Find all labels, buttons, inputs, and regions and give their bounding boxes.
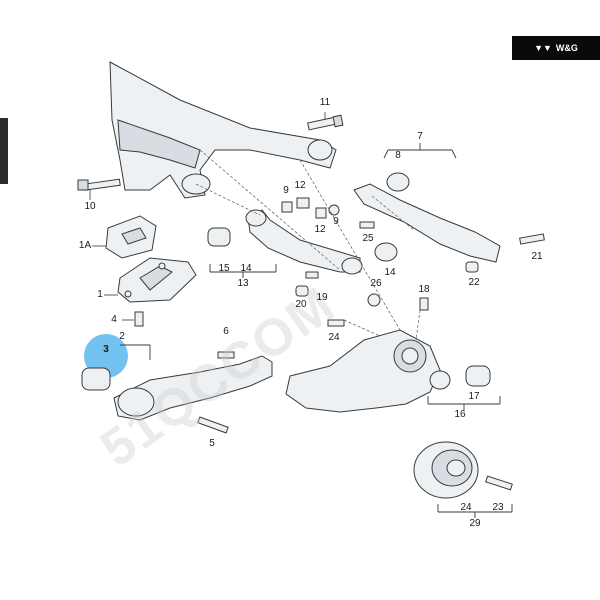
callout-13: 13: [237, 278, 249, 289]
brand-label: W&G: [555, 43, 578, 53]
callout-17: 17: [468, 391, 480, 402]
callout-4: 4: [111, 314, 117, 325]
side-indicator-strip: [0, 118, 8, 184]
callout-24b: 24: [460, 502, 472, 513]
bottom-margin: [0, 570, 600, 600]
bolt-4: [122, 311, 144, 327]
trailing-arm-2: [81, 344, 273, 434]
top-margin: [0, 0, 600, 30]
callout-14: 14: [240, 263, 252, 274]
callout-21: 21: [531, 251, 543, 262]
bolt-10: [77, 178, 121, 200]
callout-15: 15: [218, 263, 230, 274]
wheel-carrier-16: [285, 329, 501, 413]
callout-22: 22: [468, 277, 480, 288]
callout-16: 16: [454, 409, 466, 420]
callout-3: 3: [103, 344, 109, 355]
bracket-plate-1: [104, 257, 197, 303]
callout-12b: 12: [314, 224, 326, 235]
callout-8: 8: [395, 150, 401, 161]
callout-2: 2: [119, 331, 125, 342]
cover-1a: [92, 215, 157, 259]
callout-7: 7: [417, 131, 423, 142]
small-fittings: [281, 197, 479, 327]
callout-9b: 9: [333, 216, 339, 227]
callout-1: 1: [97, 289, 103, 300]
callout-14b: 14: [384, 267, 396, 278]
callout-20: 20: [295, 299, 307, 310]
bolt-11: [307, 112, 344, 131]
callout-5: 5: [209, 438, 215, 449]
callout-9: 9: [283, 185, 289, 196]
callout-11: 11: [319, 97, 331, 108]
callout-18: 18: [418, 284, 430, 295]
upper-link-13: [207, 209, 363, 278]
callout-6: 6: [223, 326, 229, 337]
wheel-hub-29: [413, 441, 513, 518]
callout-12: 12: [294, 180, 306, 191]
callout-26: 26: [370, 278, 382, 289]
callout-25: 25: [362, 233, 374, 244]
callout-24: 24: [328, 332, 340, 343]
callout-10: 10: [84, 201, 96, 212]
callout-19: 19: [316, 292, 328, 303]
assembly-lines: [195, 149, 421, 341]
callout-23: 23: [492, 502, 504, 513]
control-arm-7: [353, 143, 545, 263]
callout-1a: 1A: [78, 240, 92, 251]
brand-badge: ▼▼ W&G: [512, 36, 600, 60]
rear-subframe: [109, 61, 337, 199]
brand-logo-icon: ▼▼: [534, 43, 552, 53]
callout-29: 29: [469, 518, 481, 529]
